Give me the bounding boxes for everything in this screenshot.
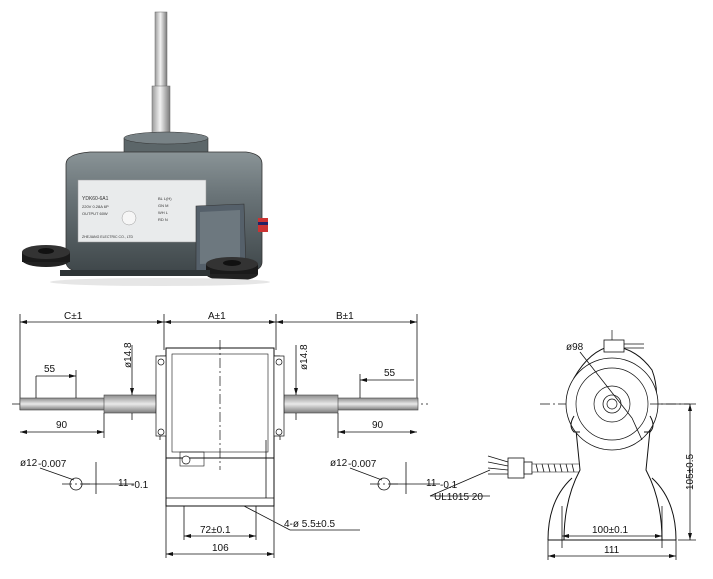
nameplate-line: 220V 0.28A 6P — [82, 204, 109, 209]
dim-base-width: 106 — [212, 543, 229, 554]
motor-photo: YDK60-6A1 220V 0.28A 6P OUTPUT 60W BL L(… — [22, 11, 270, 286]
nameplate-line: ZHEJIANG ELECTRIC CO., LTD — [82, 235, 134, 239]
dim-b: B±1 — [336, 311, 354, 322]
dim-a: A±1 — [208, 311, 226, 322]
dim-left-55: 55 — [44, 364, 56, 375]
nameplate-model: YDK60-6A1 — [82, 196, 109, 202]
photo-rubber-foot-right — [206, 257, 258, 281]
nameplate-line: GN M — [158, 203, 168, 208]
dim-side-base-width: 111 — [604, 545, 620, 556]
dim-left-small-dia: ø12 — [20, 458, 38, 469]
dim-left-small-dia-tol: -0.007 — [38, 459, 67, 470]
dim-right-small-dia: ø12 — [330, 458, 348, 469]
nameplate — [77, 179, 207, 243]
dim-center-height: 105±0.5 — [685, 453, 696, 490]
lead-wire-label: UL1015 20 — [434, 492, 483, 503]
nameplate-line: WH L — [158, 210, 169, 215]
dim-right-shaft-dia: ø14.8 — [299, 344, 310, 370]
dim-hole-spacing: 100±0.1 — [592, 525, 629, 536]
nameplate-line: BL L(H) — [158, 196, 172, 201]
dim-right-90: 90 — [372, 420, 384, 431]
front-view: C±1 A±1 B±1 ø1 — [12, 311, 581, 558]
side-view: ø98 105±0.5 100±0.1 111 — [540, 330, 696, 560]
dim-left-flat-tol: -0.1 — [131, 480, 149, 491]
right-shaft — [333, 397, 419, 411]
dim-c: C±1 — [64, 311, 83, 322]
dim-right-small-dia-tol: -0.007 — [348, 459, 377, 470]
dim-mount-spacing: 72±0.1 — [200, 525, 231, 536]
dim-mount-holes: 4-ø 5.5±0.5 — [284, 519, 336, 530]
nameplate-line: RD N — [158, 217, 168, 222]
nameplate-line: OUTPUT 60W — [82, 211, 108, 216]
dim-left-flat: 11 — [118, 478, 129, 489]
dim-right-55: 55 — [384, 368, 396, 379]
lead-wire — [487, 455, 581, 479]
dim-left-shaft-dia: ø14.8 — [123, 342, 134, 368]
dim-bearing-dia: ø98 — [566, 342, 584, 353]
dim-left-90: 90 — [56, 420, 68, 431]
dim-right-flat: 11 — [426, 478, 437, 489]
left-shaft — [19, 397, 111, 411]
front-base — [165, 458, 275, 507]
dim-right-flat-tol: -0.1 — [440, 480, 458, 491]
photo-rubber-foot-left — [22, 245, 70, 267]
